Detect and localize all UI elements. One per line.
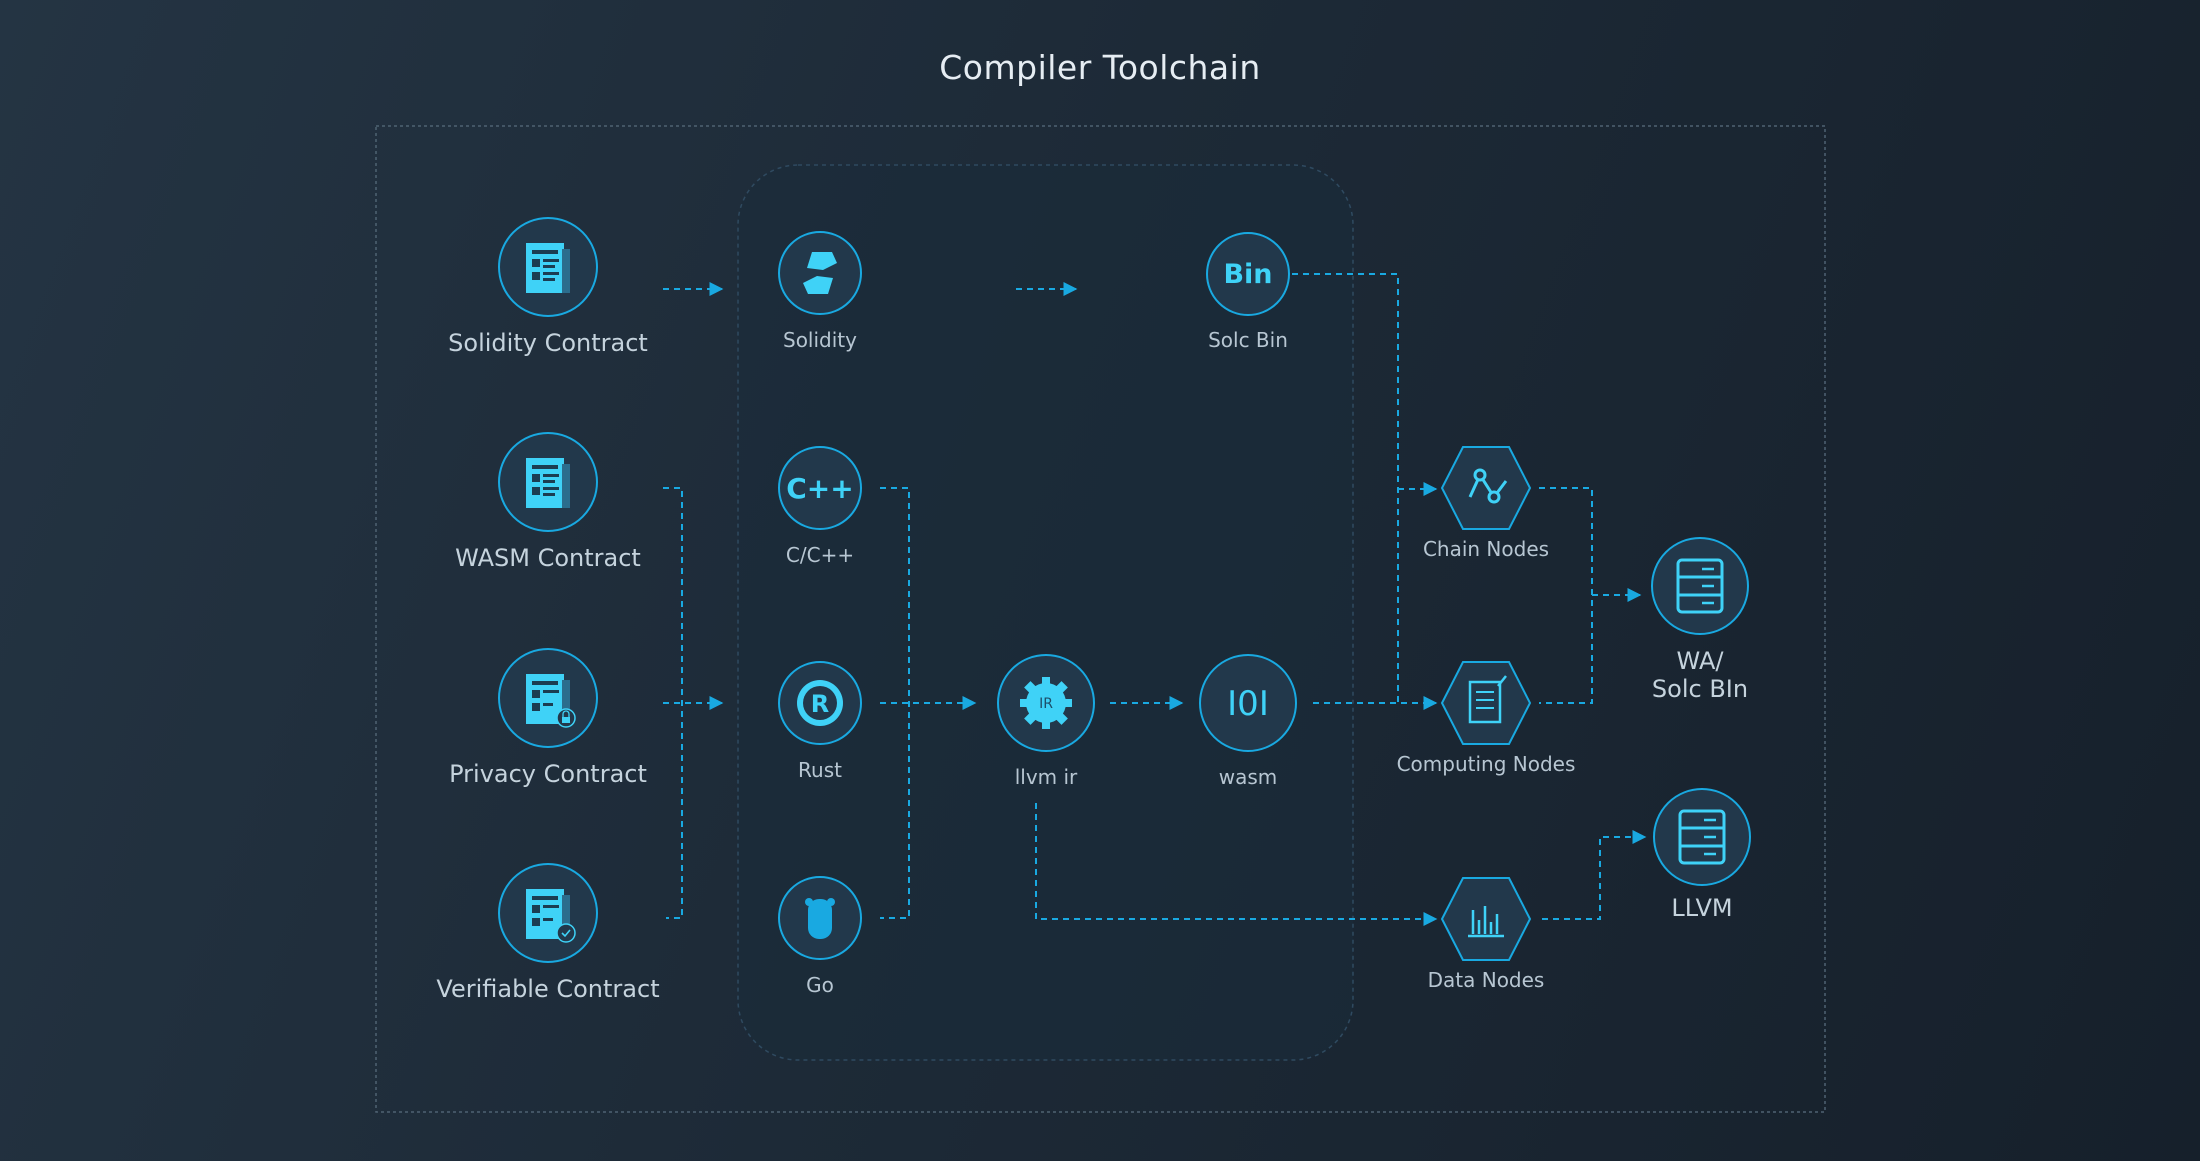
cpp-label: C/C++: [785, 543, 855, 567]
rust-label: Rust: [798, 758, 842, 782]
outer-frame: [375, 125, 1826, 1113]
edge-nodes-bracket: [1539, 487, 1593, 704]
edge-solcbin-trunk: [1292, 273, 1399, 703]
document-icon: [498, 432, 598, 532]
svg-text:I0I: I0I: [1227, 684, 1269, 724]
binary-icon: I0I: [1199, 654, 1297, 752]
computing-nodes-label: Computing Nodes: [1396, 752, 1576, 776]
document-check-icon: [498, 863, 598, 963]
bar-chart-icon: [1440, 877, 1532, 961]
chain-icon: [1440, 446, 1532, 530]
wasm-label: wasm: [1218, 765, 1278, 789]
go-label: Go: [806, 973, 834, 997]
solidity-label: Solidity: [783, 328, 857, 352]
gear-ir-icon: IR: [997, 654, 1095, 752]
inner-panel: [737, 164, 1354, 1061]
data-nodes-label: Data Nodes: [1427, 968, 1545, 992]
svg-text:C++: C++: [786, 472, 853, 505]
server-icon: [1651, 537, 1749, 635]
privacy-contract-label: Privacy Contract: [449, 760, 647, 788]
edge-llvm-data: [1035, 803, 1438, 926]
solidity-contract-label: Solidity Contract: [448, 329, 648, 357]
document-lock-icon: [498, 648, 598, 748]
chain-nodes-label: Chain Nodes: [1422, 537, 1550, 561]
svg-text:IR: IR: [1039, 696, 1053, 712]
document-icon: [498, 217, 598, 317]
rust-icon: R: [778, 661, 862, 745]
llvm-output-label: LLVM: [1671, 894, 1733, 922]
cpp-icon: C++: [778, 446, 862, 530]
edge-data-llvm: [1542, 830, 1647, 920]
notepad-icon: [1440, 661, 1532, 745]
svg-text:Bin: Bin: [1223, 259, 1272, 290]
llvm-ir-label: llvm ir: [1014, 765, 1078, 789]
edge-lang-bracket: [880, 487, 910, 919]
edge-contracts-bracket: [663, 487, 683, 919]
solidity-icon: [778, 231, 862, 315]
bin-icon: Bin: [1206, 232, 1290, 316]
go-icon: [778, 876, 862, 960]
diagram-title: Compiler Toolchain: [939, 48, 1261, 87]
solc-bin-label: Solc Bin: [1208, 328, 1288, 352]
server-icon: [1653, 788, 1751, 886]
wasm-contract-label: WASM Contract: [455, 544, 641, 572]
svg-text:R: R: [811, 690, 829, 718]
verifiable-contract-label: Verifiable Contract: [436, 975, 660, 1003]
wa-solc-output-label: WA/ Solc BIn: [1651, 647, 1749, 703]
